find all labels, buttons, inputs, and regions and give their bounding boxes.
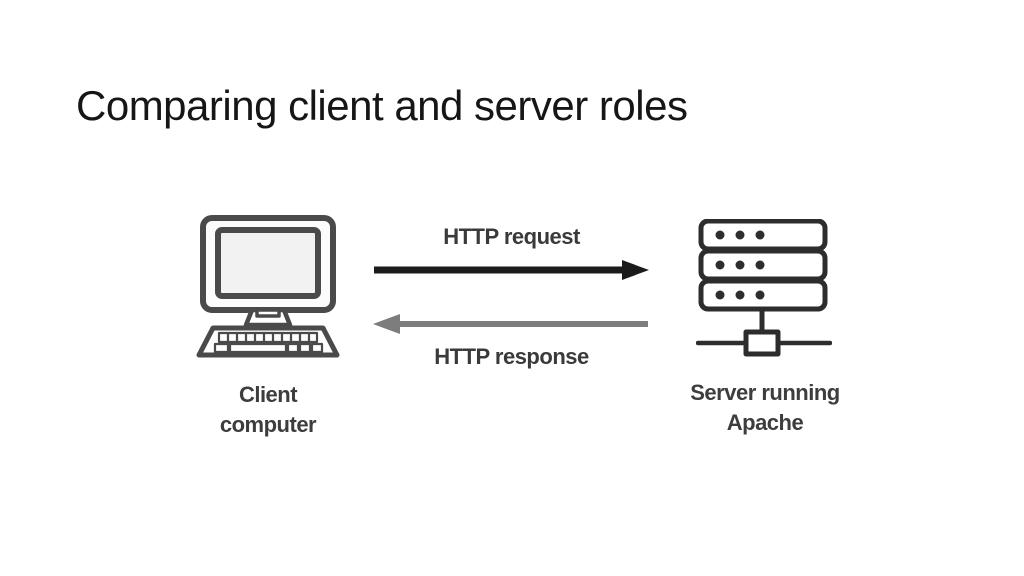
client-computer-icon	[194, 215, 342, 358]
http-response-arrow	[373, 314, 648, 334]
server-label: Server running Apache	[676, 378, 854, 438]
http-request-label: HTTP request	[443, 224, 580, 249]
http-response-label: HTTP response	[434, 344, 589, 369]
client-label-line1: Client	[238, 382, 298, 407]
server-icon-box	[695, 218, 833, 357]
client-label-line2: computer	[219, 412, 317, 437]
client-label: Client computer	[182, 380, 354, 440]
server-label-line2: Apache	[726, 410, 804, 435]
server-label-line1: Server running	[690, 380, 840, 405]
slide-title: Comparing client and server roles	[76, 82, 688, 130]
http-request-arrow	[374, 260, 649, 280]
server-stack-icon	[695, 218, 833, 357]
desktop-computer-icon	[196, 215, 340, 358]
